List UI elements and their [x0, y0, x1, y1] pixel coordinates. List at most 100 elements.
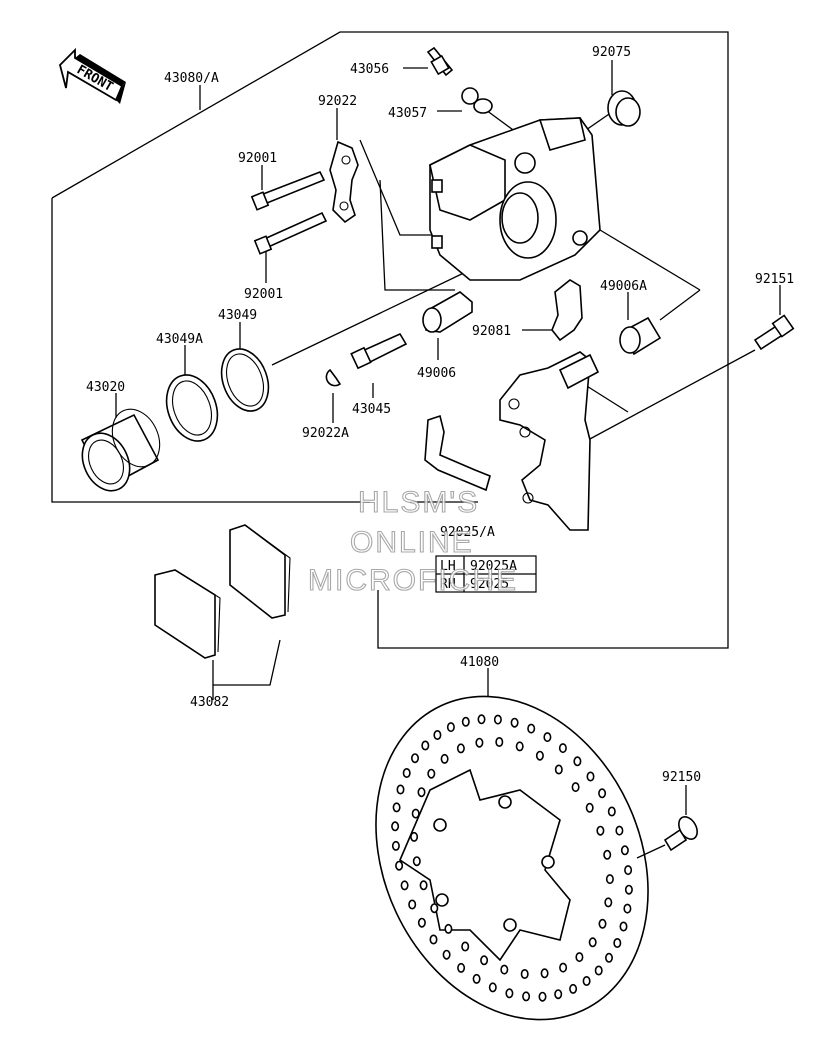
vent-hole	[585, 802, 594, 813]
spring-plate	[329, 140, 359, 224]
watermark: HLSM'S ONLINE MICROFICHE	[307, 485, 518, 597]
watermark-line3: MICROFICHE	[308, 564, 518, 597]
pad-spring	[551, 279, 583, 342]
vent-hole	[395, 860, 404, 871]
vent-hole	[573, 756, 582, 767]
vent-hole	[391, 840, 400, 851]
bolt-92151	[753, 314, 795, 351]
vent-hole	[571, 782, 580, 793]
label-92025A: 92025/A	[440, 525, 495, 540]
vent-hole	[620, 845, 629, 856]
vent-hole	[596, 825, 605, 836]
boot-49006	[422, 291, 473, 333]
piston	[80, 408, 161, 492]
label-92075: 92075	[592, 45, 631, 60]
label-43045: 43045	[352, 402, 391, 417]
vent-hole	[604, 897, 613, 908]
vent-hole	[417, 917, 426, 928]
boot-92075	[607, 90, 641, 127]
vent-hole	[522, 991, 531, 1002]
vent-hole	[543, 732, 552, 743]
legend-row2-part: 92025	[470, 577, 509, 592]
vent-hole	[440, 753, 449, 764]
caliper-body	[429, 117, 601, 281]
label-43080A: 43080/A	[164, 71, 219, 86]
vent-hole	[400, 880, 409, 891]
label-43049: 43049	[218, 308, 257, 323]
vent-hole	[430, 903, 439, 914]
vent-hole	[510, 717, 519, 728]
vent-hole	[429, 934, 438, 945]
vent-hole	[607, 806, 616, 817]
vent-hole	[554, 764, 563, 775]
label-92150: 92150	[662, 770, 701, 785]
vent-hole	[461, 941, 470, 952]
vent-hole	[624, 865, 633, 876]
watermark-line1: HLSM'S	[358, 486, 479, 519]
vent-hole	[392, 802, 401, 813]
vent-hole	[410, 753, 419, 764]
pin-bolt-lower	[253, 211, 328, 255]
vent-hole	[444, 923, 453, 934]
vent-hole	[559, 962, 568, 973]
vent-hole	[391, 821, 400, 832]
vent-hole	[408, 899, 417, 910]
vent-hole	[477, 714, 486, 725]
vent-hole	[480, 955, 489, 966]
vent-hole	[594, 965, 603, 976]
vent-hole	[588, 937, 597, 948]
vent-hole	[442, 949, 451, 960]
piston-seal	[220, 348, 270, 412]
label-43049A: 43049A	[156, 332, 203, 347]
vent-hole	[520, 968, 529, 979]
label-43056: 43056	[350, 62, 389, 77]
vent-hole	[457, 962, 466, 973]
vent-hole	[396, 784, 405, 795]
vent-hole	[605, 874, 614, 885]
label-49006: 49006	[417, 366, 456, 381]
vent-hole	[535, 750, 544, 761]
label-92151: 92151	[755, 272, 794, 287]
pad-clip	[424, 414, 491, 492]
vent-hole	[493, 714, 502, 725]
legend-row2-side: RH	[440, 577, 456, 592]
label-92001-upper: 92001	[238, 151, 277, 166]
label-49006A: 49006A	[600, 279, 647, 294]
dust-seal	[165, 374, 219, 442]
vent-hole	[421, 740, 430, 751]
label-43082: 43082	[190, 695, 229, 710]
label-92001-lower: 92001	[244, 287, 283, 302]
vent-hole	[475, 737, 484, 748]
brake-pad-front	[154, 569, 221, 659]
vent-hole	[402, 767, 411, 778]
label-43057: 43057	[388, 106, 427, 121]
vent-hole	[461, 716, 470, 727]
watermark-line2: ONLINE	[350, 526, 474, 559]
brake-pad-rear	[229, 524, 291, 619]
vent-hole	[554, 989, 563, 1000]
vent-hole	[540, 968, 549, 979]
vent-hole	[538, 991, 547, 1002]
caliper-assembly-outline	[51, 198, 370, 503]
vent-hole	[598, 788, 607, 799]
vent-hole	[575, 952, 584, 963]
vent-hole	[446, 722, 455, 733]
slide-pin	[350, 332, 408, 370]
bleeder-valve	[426, 46, 454, 77]
label-41080: 41080	[460, 655, 499, 670]
pin-bolt-upper	[250, 170, 326, 211]
label-92081: 92081	[472, 324, 511, 339]
vent-hole	[495, 736, 504, 747]
vent-hole	[619, 921, 628, 932]
vent-hole	[412, 856, 421, 867]
caliper-bracket	[499, 351, 600, 531]
legend-row1-part: 92025A	[470, 559, 517, 574]
brake-disc	[375, 695, 649, 1021]
boot-49006A	[619, 316, 662, 356]
vent-hole	[515, 741, 524, 752]
label-43020: 43020	[86, 380, 125, 395]
side-legend: LH 92025A RH 92025	[435, 555, 537, 593]
clip-92022A	[325, 368, 342, 387]
vent-hole	[558, 743, 567, 754]
vent-hole	[613, 937, 622, 948]
